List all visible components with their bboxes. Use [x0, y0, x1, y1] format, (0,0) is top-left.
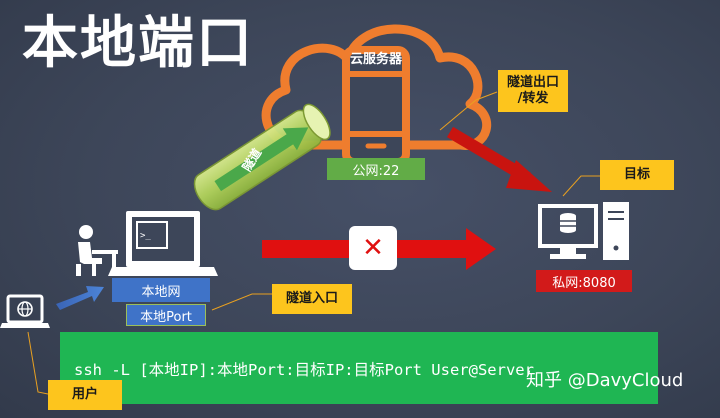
ssh-command-text: ssh -L [本地IP]:本地Port:目标IP:目标Port User@Se… [74, 361, 534, 379]
local-laptop-icon: >_ [108, 211, 218, 276]
watermark-text: 知乎 @DavyCloud [526, 370, 684, 391]
public-port-label: 公网:22 [327, 158, 425, 180]
target-label: 目标 [600, 160, 674, 190]
command-box [60, 332, 658, 404]
user-to-local-arrow [56, 286, 104, 310]
user-label: 用户 [48, 380, 122, 410]
page-title: 本地端口 [22, 11, 254, 76]
blocked-icon: ✕ [349, 226, 397, 270]
leader-lines [27, 91, 600, 395]
tunnel-entry-label: 隧道入口 [272, 284, 352, 314]
local-net-label: 本地网 [112, 278, 210, 302]
svg-text:>_: >_ [140, 231, 151, 241]
user-laptop-icon [0, 294, 50, 328]
cloud-server-icon [261, 24, 492, 166]
cloud-server-label: 云服务器 [349, 52, 402, 67]
forward-arrow [446, 126, 552, 192]
tunnel-tube [193, 103, 331, 211]
private-port-label: 私网:8080 [536, 270, 632, 292]
local-port-label: 本地Port [126, 304, 206, 326]
target-server-icon [538, 202, 629, 260]
user-at-desk-icon [76, 225, 118, 276]
tunnel-exit-label: 隧道出口 /转发 [498, 70, 568, 112]
